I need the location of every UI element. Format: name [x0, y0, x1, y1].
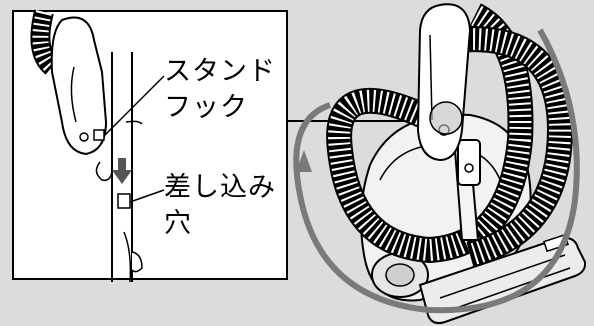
insert-hole-label-line2: 穴 [164, 208, 192, 239]
down-arrow-icon [112, 158, 132, 184]
insert-hole-label: 差し込み [164, 172, 276, 203]
inset-handle [50, 16, 108, 156]
insert-hole-leader [129, 189, 165, 203]
extension-pipe [453, 139, 481, 241]
inset-pipe [95, 52, 143, 283]
detail-circle [429, 101, 463, 135]
hose [326, 3, 574, 268]
rotation-arrow-icon [293, 28, 580, 314]
detail-inset: スタンド フック 差し込み 穴 [12, 9, 288, 283]
floor-nozzle [418, 233, 587, 325]
stand-hook-label: スタンド [164, 56, 276, 87]
stand-hook-leader [103, 75, 165, 137]
stand-hook-label-line2: フック [164, 92, 248, 123]
inset-drawing [30, 9, 165, 283]
